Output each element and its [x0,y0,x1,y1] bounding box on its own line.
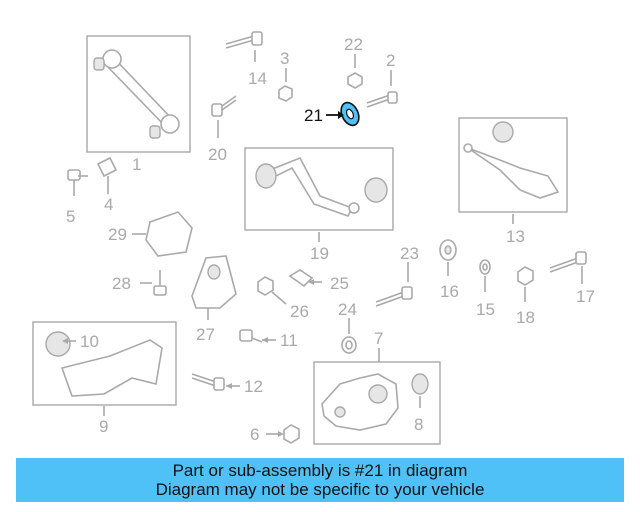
label-25: 25 [330,274,349,293]
label-8: 8 [414,415,423,434]
label-16: 16 [440,282,459,301]
label-19: 19 [310,244,329,263]
part-1-lateral-link[interactable]: 1 [86,35,191,174]
part-17-bolt[interactable]: 17 [549,251,595,306]
label-22: 22 [344,35,363,54]
label-23: 23 [400,244,419,263]
part-22-nut[interactable]: 22 [344,35,363,89]
part-13-lower-arm[interactable]: 13 [458,117,568,246]
part-16-bushing[interactable]: 16 [439,239,459,301]
part-25-bracket[interactable]: 25 [288,269,349,293]
part-5-bolt[interactable]: 5 [66,169,88,226]
info-banner: Part or sub-assembly is #21 in diagram D… [16,458,624,502]
part-2-bolt[interactable]: 2 [366,51,398,108]
part-7-knuckle[interactable]: 7 [313,329,441,445]
label-27: 27 [196,325,215,344]
part-6-nut[interactable]: 6 [250,424,300,444]
label-13: 13 [506,227,525,246]
label-12: 12 [244,377,263,396]
part-15-washer[interactable]: 15 [476,259,495,319]
label-1: 1 [132,155,141,174]
label-5: 5 [66,207,75,226]
label-2: 2 [386,51,395,70]
part-9-trailing-arm[interactable]: 9 [32,321,177,436]
label-6: 6 [250,425,259,444]
label-10: 10 [80,332,99,351]
part-27-bumper-mount[interactable]: 27 [191,255,237,344]
label-28: 28 [112,274,131,293]
part-20-bolt[interactable]: 20 [208,95,237,164]
part-28-screw[interactable]: 28 [112,270,167,296]
part-19-upper-arm[interactable]: 19 [244,147,394,263]
part-14-bolt[interactable]: 14 [225,31,267,88]
label-15: 15 [476,300,495,319]
label-26: 26 [290,302,309,321]
label-17: 17 [576,287,595,306]
part-23-bolt[interactable]: 23 [375,244,419,307]
label-9: 9 [99,417,108,436]
label-18: 18 [516,308,535,327]
part-24-washer[interactable]: 24 [338,300,357,354]
part-21-washer-highlighted[interactable]: 21 [304,100,362,129]
part-10-bushing[interactable]: 10 [62,332,99,351]
label-4: 4 [104,195,113,214]
part-12-bolt[interactable]: 12 [191,373,263,396]
label-3: 3 [280,49,289,68]
part-3-nut[interactable]: 3 [278,49,293,102]
banner-line-2: Diagram may not be specific to your vehi… [155,480,485,499]
label-24: 24 [338,300,357,319]
label-7: 7 [374,329,383,348]
part-26-nut[interactable]: 26 [257,276,309,321]
label-29: 29 [108,225,127,244]
part-4-bracket[interactable]: 4 [96,156,118,214]
part-18-nut[interactable]: 18 [516,266,535,327]
banner-line-1: Part or sub-assembly is #21 in diagram [172,461,468,480]
part-29-mount[interactable]: 29 [108,211,193,257]
part-8-bushing[interactable]: 8 [411,373,429,434]
label-11: 11 [280,331,298,350]
label-21: 21 [304,106,323,125]
part-11-bolt[interactable]: 11 [239,329,298,350]
label-20: 20 [208,145,227,164]
label-14: 14 [248,69,267,88]
